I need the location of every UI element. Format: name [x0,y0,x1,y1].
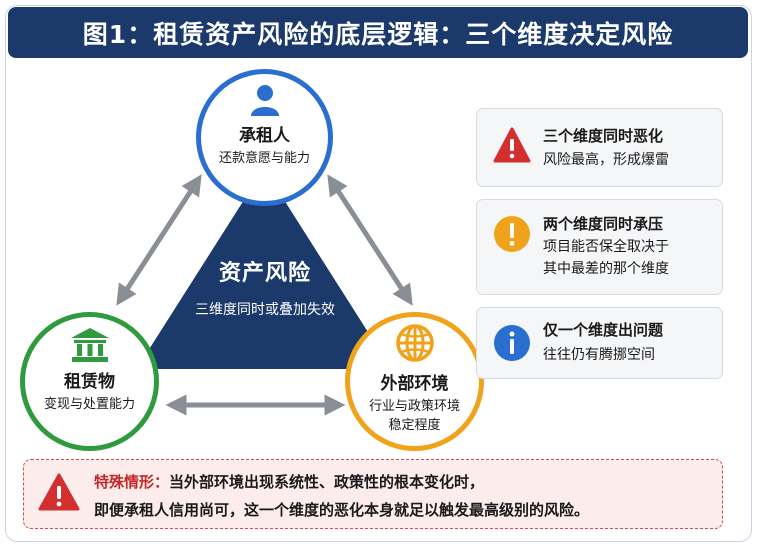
special-label: 特殊情形： [94,473,170,491]
exclamation-circle-icon [494,216,530,252]
special-line1: 特殊情形：当外部环境出现系统性、政策性的根本变化时， [94,471,484,492]
card-three-dimensions: 三个维度同时恶化 风险最高，形成爆雷 [476,108,723,187]
globe-icon [395,324,434,362]
card-three-desc: 风险最高，形成爆雷 [543,152,669,168]
bank-building-icon [70,328,109,362]
node-environment-name: 外部环境 [380,374,449,394]
card-two-desc: 项目能否保全取决于 其中最差的那个维度 [543,237,669,280]
node-environment-desc-line2: 稳定程度 [388,417,441,433]
card-two-desc-line2: 其中最差的那个维度 [543,260,669,277]
arrow-lessee-environment [327,174,413,306]
person-icon [250,85,279,116]
card-one-title: 仅一个维度出问题 [543,321,664,339]
node-lessee-name: 承租人 [239,126,290,146]
card-two-title: 两个维度同时承压 [543,215,664,233]
special-case-banner: 特殊情形：当外部环境出现系统性、政策性的根本变化时， 即便承租人信用尚可，这一个… [23,459,723,529]
node-lessee: 承租人 还款意愿与能力 [196,69,333,206]
special-line2: 即便承租人信用尚可，这一个维度的恶化本身就足以触发最高级别的风险。 [94,501,590,519]
node-asset-name: 租赁物 [64,372,115,392]
center-label: 资产风险 三维度同时或叠加失效 [150,255,380,319]
center-subtitle: 三维度同时或叠加失效 [195,302,335,318]
node-asset-desc: 变现与处置能力 [43,397,135,412]
card-two-dimensions: 两个维度同时承压 项目能否保全取决于 其中最差的那个维度 [476,199,723,295]
info-circle-icon [494,325,530,361]
node-asset: 租赁物 变现与处置能力 [20,312,159,451]
node-environment: 外部环境 行业与政策环境 稳定程度 [345,312,484,451]
center-title: 资产风险 [218,261,311,286]
risk-triangle [139,171,389,369]
page-title: 图1：租赁资产风险的底层逻辑：三个维度决定风险 [82,19,674,49]
arrow-lessee-asset [116,174,202,306]
card-one-desc: 往往仍有腾挪空间 [543,347,655,363]
card-two-desc-line1: 项目能否保全取决于 [543,239,669,255]
node-environment-desc-line1: 行业与政策环境 [368,399,460,414]
card-three-title: 三个维度同时恶化 [543,127,664,145]
card-one-dimension: 仅一个维度出问题 往往仍有腾挪空间 [476,307,723,379]
special-line1-text: 当外部环境出现系统性、政策性的根本变化时， [169,473,485,491]
title-bar: 图1：租赁资产风险的底层逻辑：三个维度决定风险 [8,7,748,58]
warning-triangle-icon [38,473,80,511]
node-lessee-desc: 还款意愿与能力 [218,151,310,166]
warning-triangle-icon [493,127,531,163]
node-environment-desc: 行业与政策环境 稳定程度 [350,398,479,436]
